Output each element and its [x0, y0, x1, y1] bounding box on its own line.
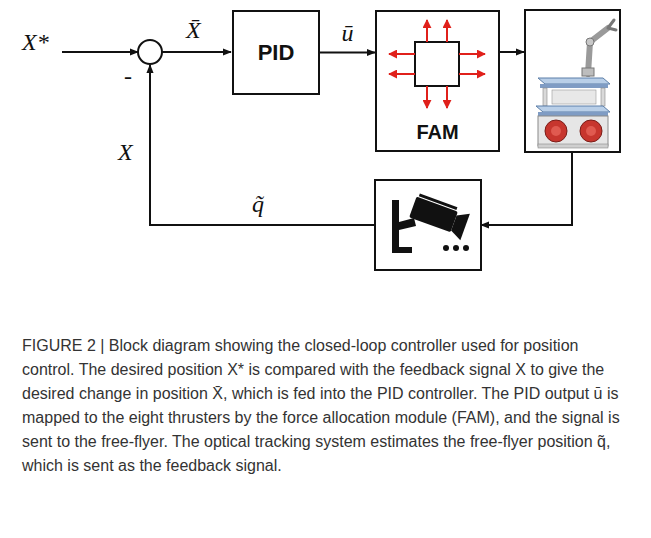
signal-label: - [124, 64, 132, 88]
signal-arrow [320, 52, 375, 54]
block-name: FAM [416, 121, 458, 144]
signal-label: X [118, 140, 133, 164]
measurement-wire [481, 152, 572, 225]
block-name: PID [258, 40, 295, 66]
free-flyer-illustration [536, 20, 616, 148]
camera-icon [392, 193, 471, 253]
feedback-wire [150, 65, 375, 225]
error-wire [162, 51, 231, 53]
signal-label: X̄ [186, 18, 201, 42]
summing-junction [138, 40, 162, 64]
input-wire [62, 51, 138, 53]
figure-caption: FIGURE 2 | Block diagram showing the clo… [22, 334, 622, 478]
free-flyer-box [525, 10, 620, 152]
signal-label: X* [22, 30, 49, 54]
controller-box: PID [232, 10, 320, 95]
signal-label: ū [342, 21, 354, 45]
allocation-box: FAM [375, 10, 500, 152]
thruster-icon [389, 20, 485, 108]
thrust-wire [500, 51, 524, 53]
signal-label: q̃ [252, 192, 264, 216]
camera-box [375, 180, 481, 270]
